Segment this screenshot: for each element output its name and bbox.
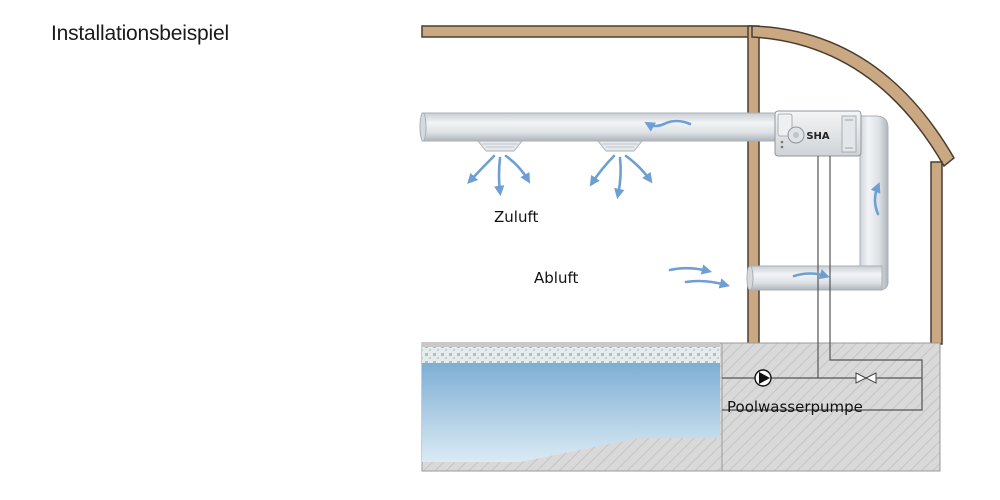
airflow-arrow [624,154,653,184]
return-duct-horizontal [749,265,883,291]
pool-water-pipes [722,156,923,411]
airflow-arrow [668,264,713,275]
wall-post [747,25,760,345]
ceiling-diffuser [596,140,644,152]
airflow-arrow [494,156,505,197]
sha-unit-label: SHA [806,131,830,142]
airflow-arrow [467,154,496,185]
exhaust-air-duct [746,115,889,291]
pipe-bypass [722,378,923,411]
pool-tiles [422,347,720,363]
supply-air-label: Zuluft [494,208,538,226]
airflow-arrows [467,119,881,289]
ceiling-diffuser [476,140,524,152]
pool-pump-label: Poolwasserpumpe [727,398,863,416]
pool-pump-icon [754,369,772,387]
roof-beam [421,25,753,38]
building-structure [421,25,955,345]
airflow-arrow [614,156,625,200]
airflow-arrow [504,154,531,184]
valve-icon [855,372,877,384]
sha-unit: SHA [774,110,862,157]
exhaust-air-label: Abluft [534,269,578,287]
page-title: Installationsbeispiel [51,22,229,45]
return-duct-vertical [857,115,889,291]
airflow-arrow [644,119,692,132]
pipe-return [722,156,923,379]
curved-roof [751,25,955,168]
pool-edge [422,342,720,347]
airflow-arrow [684,278,731,289]
pool-water [422,363,720,462]
airflow-arrow [870,182,881,216]
airflow-arrow [792,269,830,280]
supply-duct [421,112,781,142]
right-post [930,161,943,345]
airflow-arrow [589,154,616,187]
ground-and-pool [421,342,941,472]
supply-air-duct [419,112,781,152]
